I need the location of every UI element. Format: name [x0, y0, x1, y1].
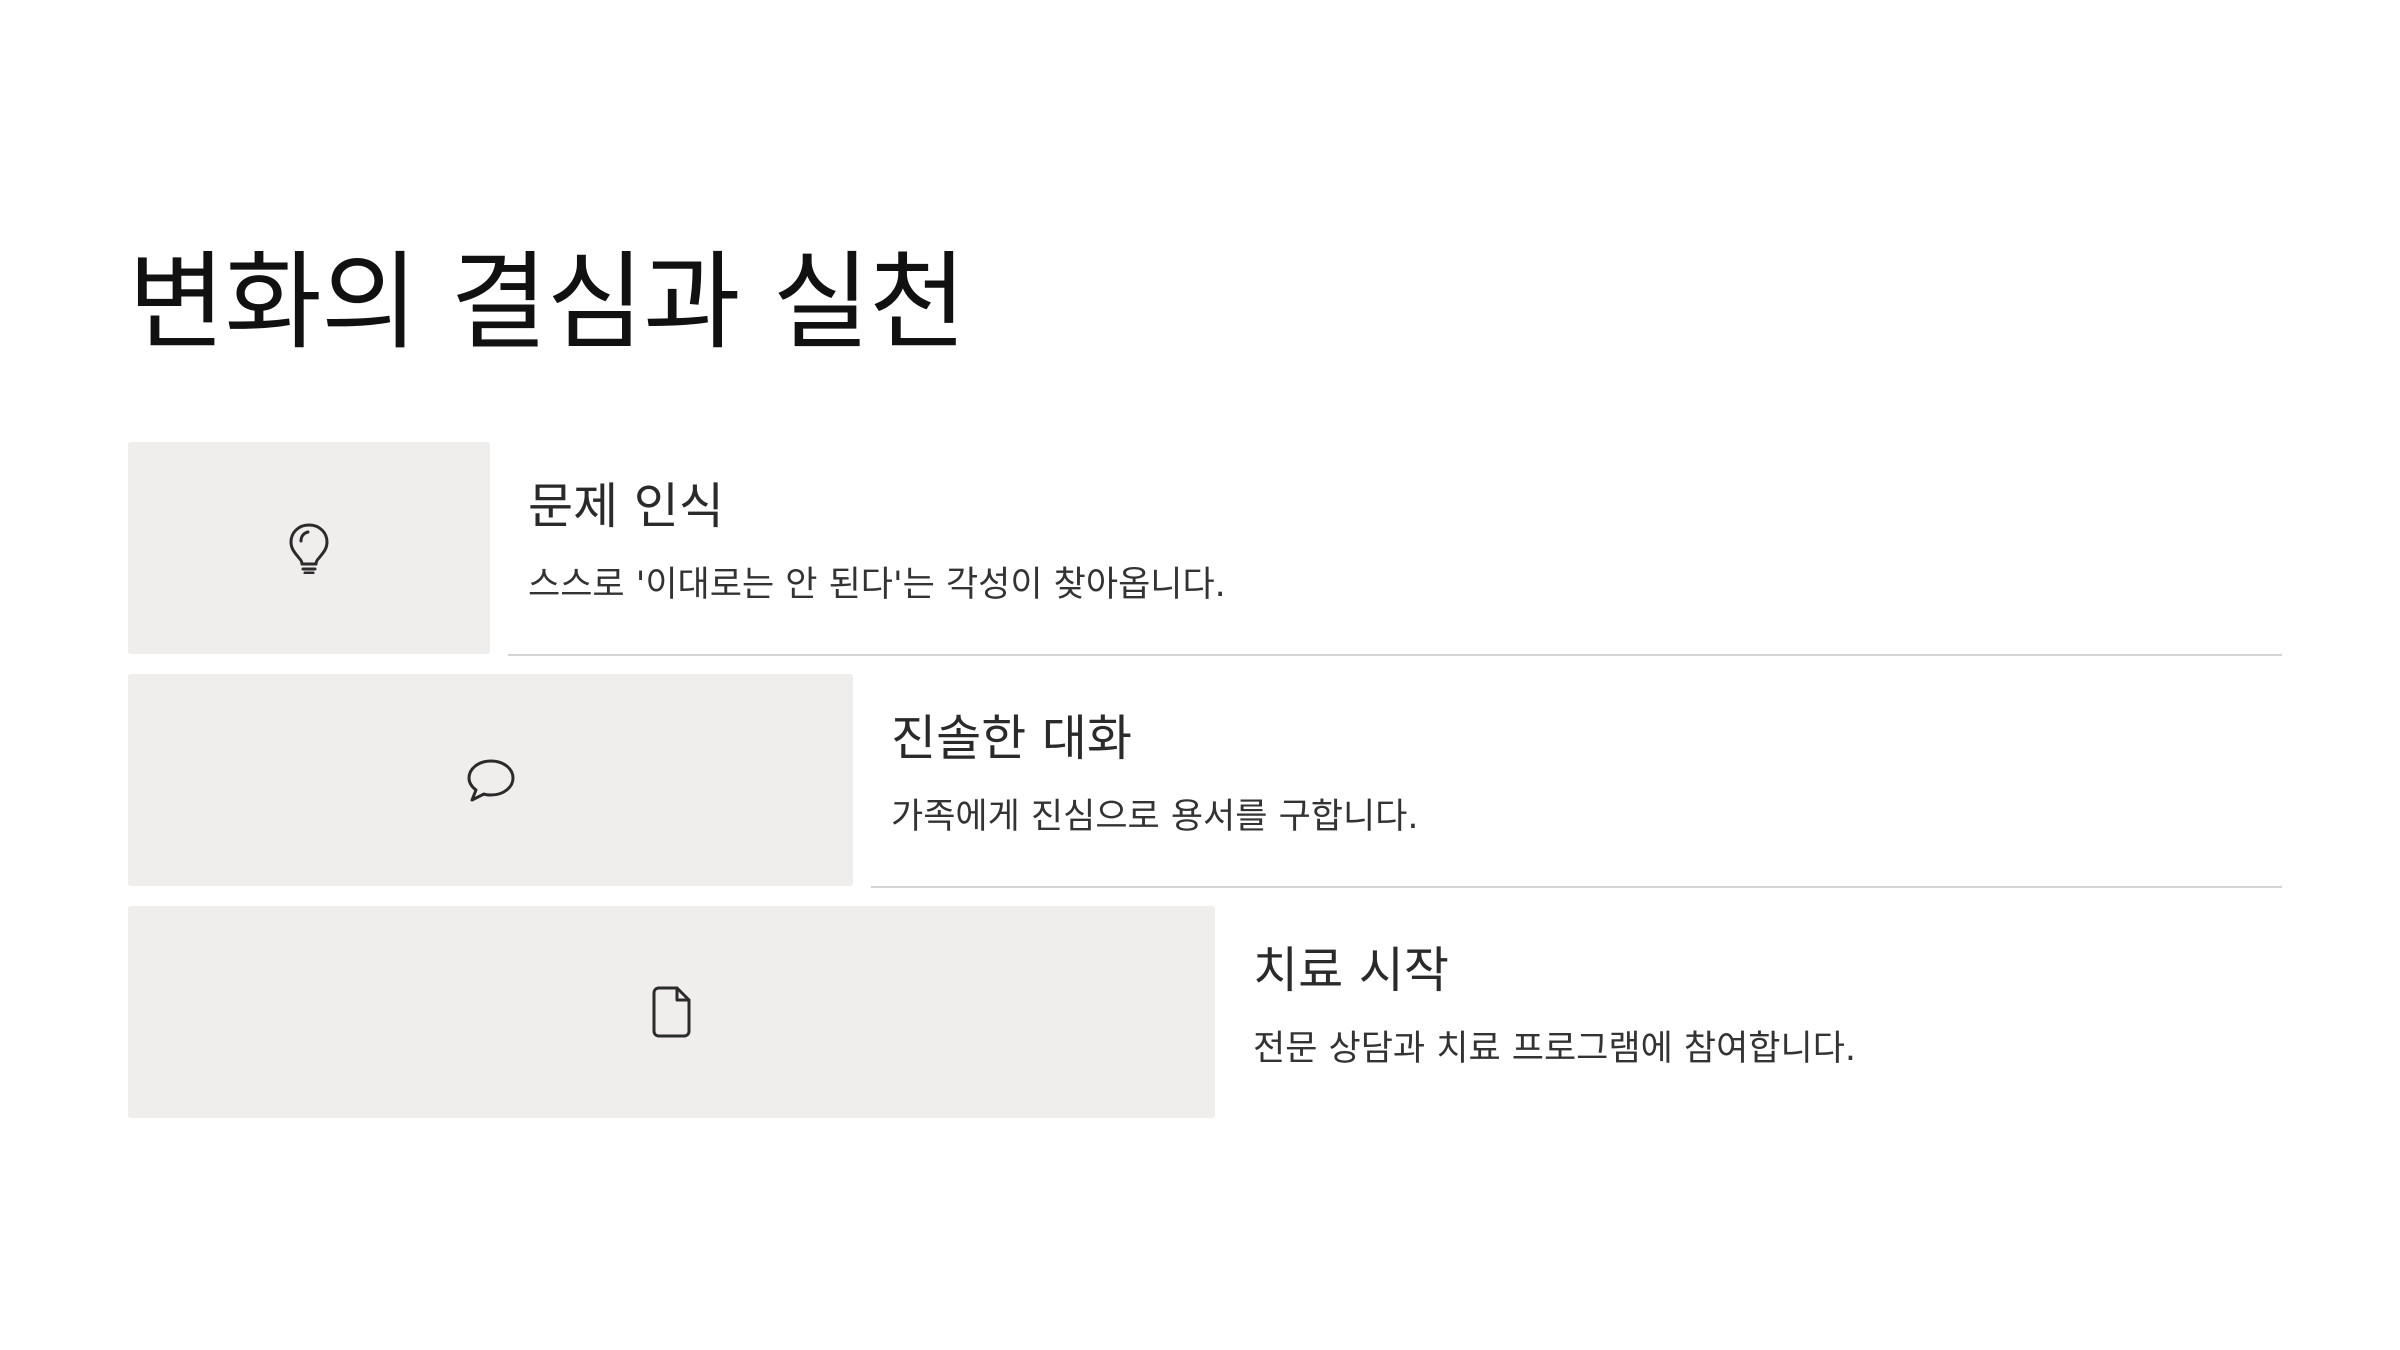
speech-bubble-icon	[467, 759, 514, 802]
step-icon-box	[128, 674, 853, 886]
step-heading: 치료 시작	[1253, 942, 1449, 999]
step-text: 치료 시작 전문 상담과 치료 프로그램에 참여합니다.	[1215, 906, 2282, 1118]
step-icon-box	[128, 906, 1215, 1118]
document-icon	[652, 986, 690, 1038]
slide-title: 변화의 결심과 실천	[128, 241, 967, 364]
step-description: 전문 상담과 치료 프로그램에 참여합니다.	[1253, 1029, 1857, 1069]
step-text: 진솔한 대화 가족에게 진심으로 용서를 구합니다.	[853, 674, 2282, 888]
lightbulb-icon	[289, 523, 329, 574]
step-heading: 문제 인식	[528, 478, 724, 535]
step-heading: 진솔한 대화	[891, 710, 1132, 767]
step-description: 가족에게 진심으로 용서를 구합니다.	[891, 797, 1419, 837]
step-text: 문제 인식 스스로 '이대로는 안 된다'는 각성이 찾아옵니다.	[490, 442, 2282, 656]
divider	[871, 886, 2282, 888]
divider	[508, 654, 2282, 656]
step-description: 스스로 '이대로는 안 된다'는 각성이 찾아옵니다.	[528, 565, 1226, 605]
step-honest-conversation: 진솔한 대화 가족에게 진심으로 용서를 구합니다.	[128, 674, 2282, 888]
step-icon-box	[128, 442, 490, 654]
step-problem-recognition: 문제 인식 스스로 '이대로는 안 된다'는 각성이 찾아옵니다.	[128, 442, 2282, 656]
step-start-treatment: 치료 시작 전문 상담과 치료 프로그램에 참여합니다.	[128, 906, 2282, 1118]
